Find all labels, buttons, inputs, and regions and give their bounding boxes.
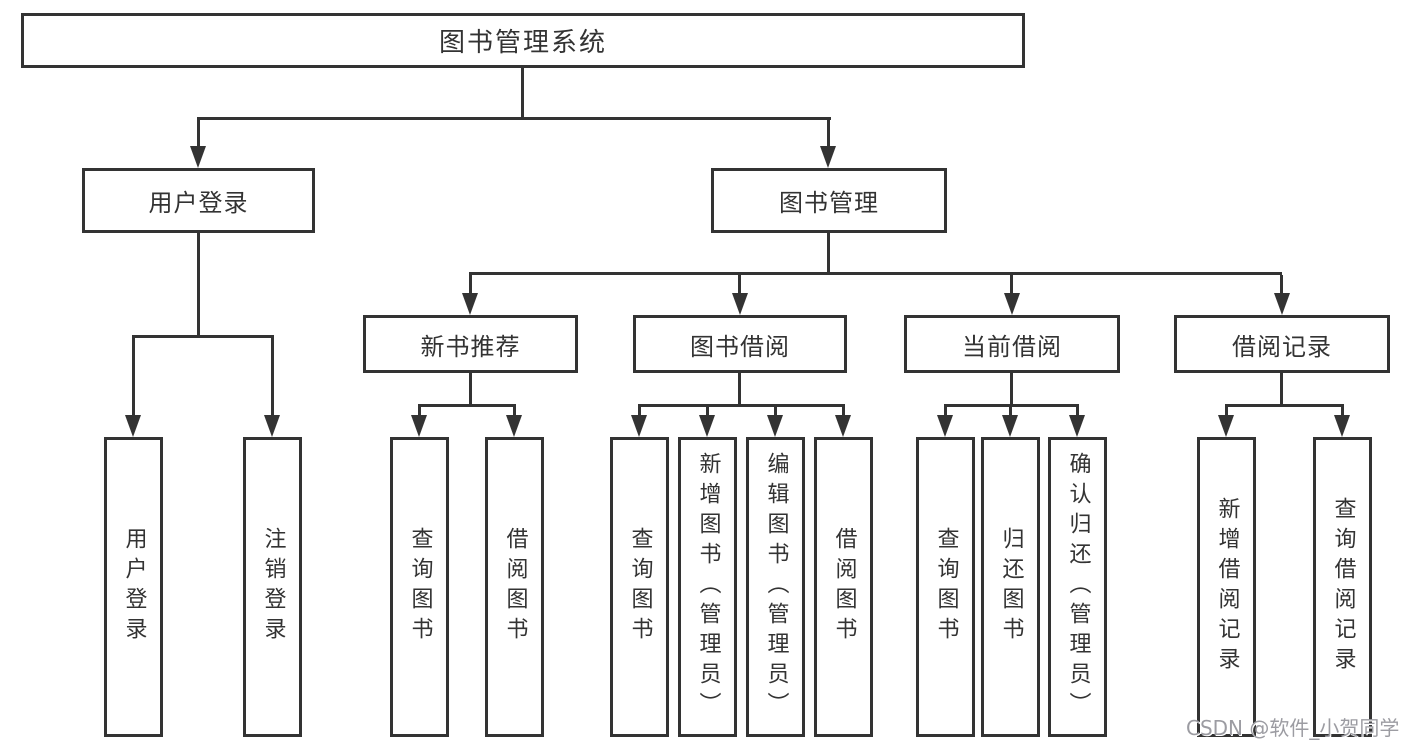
arrowhead-down-icon	[937, 415, 953, 437]
connector-stem-level3	[738, 275, 741, 295]
connector-stem-leaf	[1076, 404, 1079, 417]
connector-stem-leaf	[271, 338, 274, 416]
csdn-watermark: CSDN @软件_小贺同学	[1186, 716, 1400, 740]
connector-stem-level3	[1280, 275, 1283, 295]
node-leaf-confirm-return-admin: 确认归还（管理员）	[1048, 437, 1107, 737]
node-label: 借阅记录	[1232, 332, 1332, 361]
node-label: 用户登录	[121, 527, 147, 647]
connector-stem-leaf	[706, 404, 709, 417]
connector-book-borrow-drop	[738, 373, 741, 406]
node-book-borrow: 图书借阅	[633, 315, 847, 373]
node-leaf-query-borrow-record: 查询借阅记录	[1313, 437, 1372, 737]
arrowhead-down-icon	[1069, 415, 1085, 437]
connector-book-mgmt-split	[469, 272, 1282, 275]
node-label: 查询图书	[933, 527, 959, 647]
connector-stem-leaf	[418, 404, 421, 417]
connector-book-mgmt-drop	[827, 233, 830, 275]
connector-stem-book-mgmt	[827, 120, 830, 148]
node-current-borrow: 当前借阅	[904, 315, 1120, 373]
node-label: 用户登录	[148, 189, 249, 217]
connector-stem-level3	[469, 275, 472, 295]
connector-stem-leaf	[513, 404, 516, 417]
arrowhead-down-icon	[506, 415, 522, 437]
node-label: 借阅图书	[502, 527, 528, 647]
node-leaf-edit-book-admin: 编辑图书（管理员）	[746, 437, 805, 737]
node-user-login: 用户登录	[82, 168, 315, 233]
node-label: 新增借阅记录	[1214, 497, 1240, 677]
node-label: 图书管理系统	[438, 28, 607, 58]
connector-stem-level3	[1010, 275, 1013, 295]
node-leaf-user-login: 用户登录	[104, 437, 163, 737]
node-leaf-borrow-book: 借阅图书	[485, 437, 544, 737]
arrowhead-down-icon	[264, 415, 280, 437]
arrowhead-down-icon	[411, 415, 427, 437]
arrowhead-down-icon	[767, 415, 783, 437]
connector-book-borrow-split	[638, 404, 845, 407]
connector-stem-leaf	[1341, 404, 1344, 417]
arrowhead-down-icon	[1274, 293, 1290, 315]
connector-root-drop	[521, 68, 524, 120]
connector-stem-user-login	[197, 120, 200, 148]
arrowhead-down-icon	[631, 415, 647, 437]
connector-user-login-drop	[197, 233, 200, 338]
node-label: 归还图书	[998, 527, 1024, 647]
connector-stem-leaf	[944, 404, 947, 417]
node-label: 查询图书	[627, 527, 653, 647]
node-label: 借阅图书	[831, 527, 857, 647]
connector-stem-leaf	[1225, 404, 1228, 417]
arrowhead-down-icon	[1218, 415, 1234, 437]
arrowhead-down-icon	[699, 415, 715, 437]
connector-root-split	[197, 117, 831, 120]
connector-new-book-rec-drop	[469, 373, 472, 406]
node-label: 编辑图书（管理员）	[763, 452, 789, 722]
node-label: 查询借阅记录	[1330, 497, 1356, 677]
node-leaf-add-book-admin: 新增图书（管理员）	[678, 437, 737, 737]
arrowhead-down-icon	[125, 415, 141, 437]
connector-stem-leaf	[774, 404, 777, 417]
connector-borrow-record-split	[1225, 404, 1344, 407]
node-label: 新书推荐	[420, 332, 521, 361]
node-leaf-query-book: 查询图书	[916, 437, 975, 737]
arrowhead-down-icon	[190, 146, 206, 168]
connector-user-login-split	[132, 335, 274, 338]
node-label: 新增图书（管理员）	[695, 452, 721, 722]
node-leaf-query-book: 查询图书	[390, 437, 449, 737]
node-leaf-query-book: 查询图书	[610, 437, 669, 737]
connector-stem-leaf	[842, 404, 845, 417]
connector-stem-leaf	[1009, 404, 1012, 417]
connector-current-borrow-drop	[1010, 373, 1013, 406]
connector-new-book-rec-split	[418, 404, 516, 407]
arrowhead-down-icon	[820, 146, 836, 168]
node-label: 图书管理	[779, 189, 879, 217]
node-leaf-logout: 注销登录	[243, 437, 302, 737]
node-library-management-system: 图书管理系统	[21, 13, 1025, 68]
node-book-management: 图书管理	[711, 168, 947, 233]
node-borrow-record: 借阅记录	[1174, 315, 1390, 373]
arrowhead-down-icon	[1334, 415, 1350, 437]
node-new-book-recommend: 新书推荐	[363, 315, 578, 373]
connector-borrow-record-drop	[1280, 373, 1283, 406]
arrowhead-down-icon	[732, 293, 748, 315]
arrowhead-down-icon	[1004, 293, 1020, 315]
node-label: 查询图书	[407, 527, 433, 647]
arrowhead-down-icon	[835, 415, 851, 437]
connector-stem-leaf	[132, 338, 135, 416]
node-leaf-borrow-book: 借阅图书	[814, 437, 873, 737]
node-label: 当前借阅	[962, 332, 1062, 361]
node-label: 图书借阅	[690, 332, 790, 361]
node-label: 确认归还（管理员）	[1065, 452, 1091, 722]
arrowhead-down-icon	[462, 293, 478, 315]
node-leaf-add-borrow-record: 新增借阅记录	[1197, 437, 1256, 737]
node-leaf-return-book: 归还图书	[981, 437, 1040, 737]
arrowhead-down-icon	[1002, 415, 1018, 437]
node-label: 注销登录	[260, 527, 286, 647]
connector-stem-leaf	[638, 404, 641, 417]
